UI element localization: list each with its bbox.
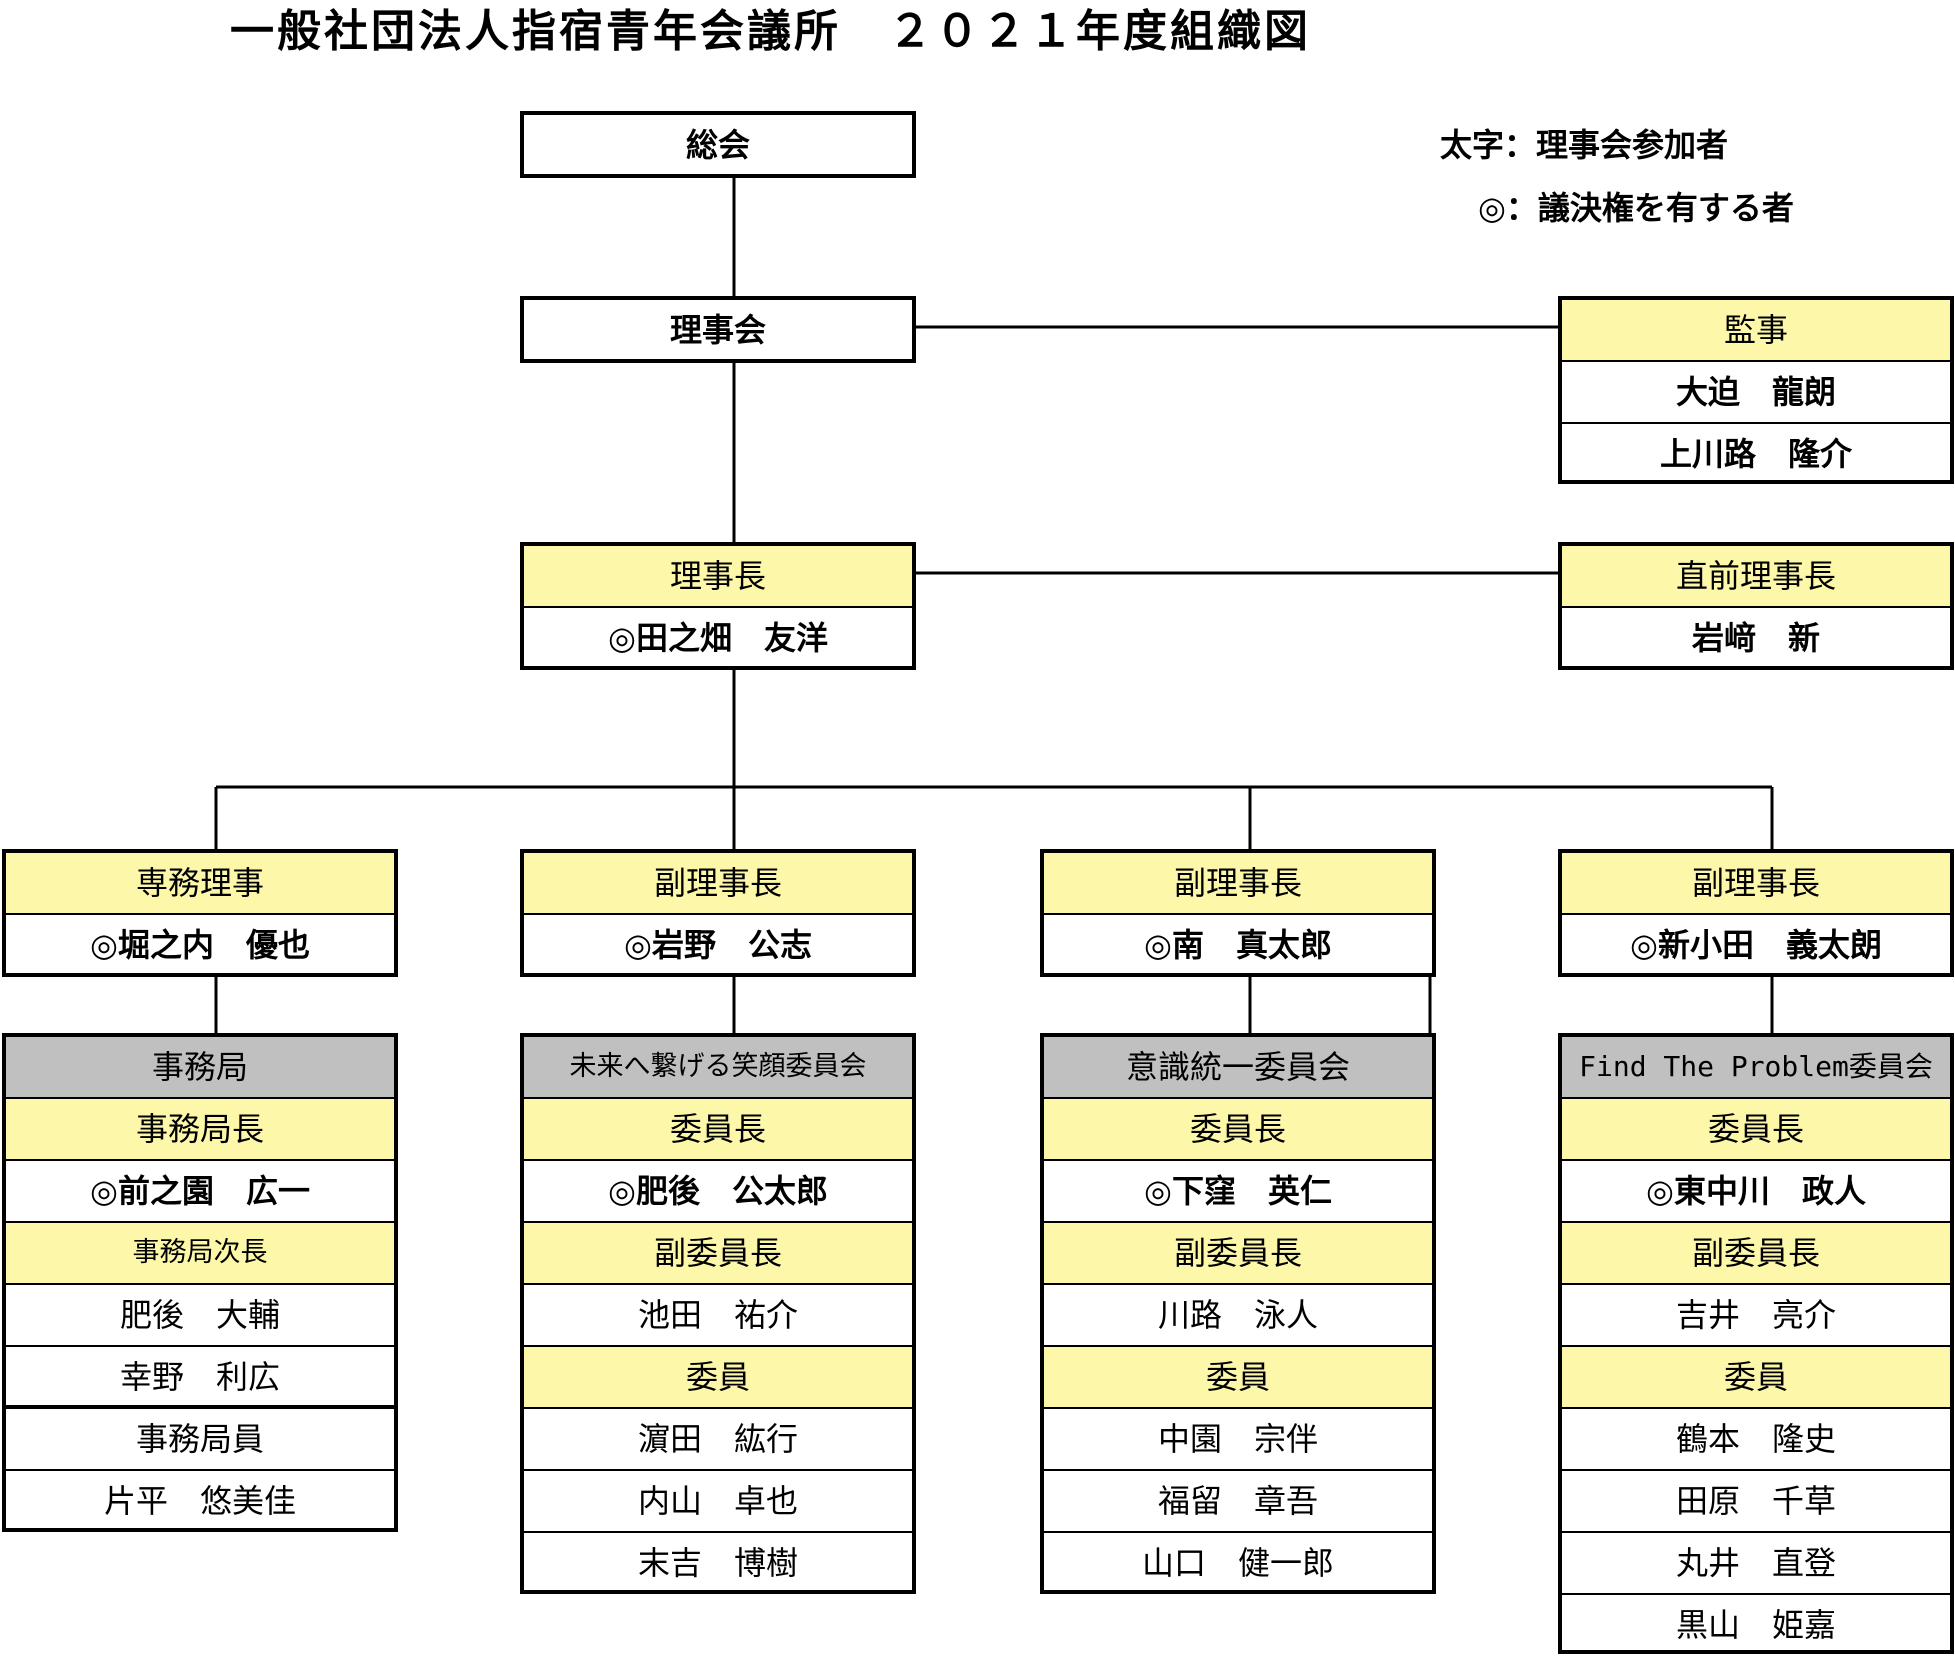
legend-vote: ◎：議決権を有する者 bbox=[1478, 189, 1794, 227]
past-president-label: 直前理事長 bbox=[1562, 546, 1950, 608]
general-assembly-label: 総会 bbox=[685, 126, 750, 164]
committee-role: 事務局長 bbox=[6, 1099, 394, 1161]
committee-member: 肥後 大輔 bbox=[6, 1285, 394, 1347]
legend-bold: 太字：理事会参加者 bbox=[1440, 126, 1729, 164]
committee-role: 副委員長 bbox=[1562, 1223, 1950, 1285]
vice-president-name: ◎新小田 義太朗 bbox=[1630, 926, 1882, 964]
board-label: 理事会 bbox=[669, 311, 766, 349]
committee-role: 副委員長 bbox=[524, 1223, 912, 1285]
committee-member: 幸野 利広 bbox=[6, 1347, 394, 1409]
committee-role: 事務局次長 bbox=[6, 1223, 394, 1285]
vice-president-box-1: 副理事長 ◎岩野 公志 bbox=[520, 849, 916, 977]
committee-role: 委員 bbox=[1044, 1347, 1432, 1409]
committee-member: ◎肥後 公太郎 bbox=[524, 1161, 912, 1223]
committee-find-the-problem: Find The Problem委員会 委員長 ◎東中川 政人 副委員長 吉井 … bbox=[1558, 1033, 1954, 1654]
committee-role: 委員長 bbox=[524, 1099, 912, 1161]
committee-member: 中園 宗伴 bbox=[1044, 1409, 1432, 1471]
managing-director-box: 専務理事 ◎堀之内 優也 bbox=[2, 849, 398, 977]
committee-name: 事務局 bbox=[6, 1037, 394, 1099]
committee-member: 片平 悠美佳 bbox=[103, 1482, 296, 1520]
committee-member: 山口 健一郎 bbox=[1141, 1544, 1334, 1582]
committee-role: 委員 bbox=[524, 1347, 912, 1409]
president-box: 理事長 ◎田之畑 友洋 bbox=[520, 542, 916, 670]
auditor-box: 監事 大迫 龍朗 上川路 隆介 bbox=[1558, 296, 1954, 484]
vice-president-name: ◎岩野 公志 bbox=[624, 926, 812, 964]
past-president-box: 直前理事長 岩﨑 新 bbox=[1558, 542, 1954, 670]
board-box: 理事会 bbox=[520, 296, 916, 363]
managing-director-label: 専務理事 bbox=[6, 853, 394, 915]
committee-member: 福留 章吾 bbox=[1044, 1471, 1432, 1533]
committee-secretariat: 事務局 事務局長 ◎前之園 広一 事務局次長 肥後 大輔 幸野 利広 事務局員 … bbox=[2, 1033, 398, 1532]
committee-name: Find The Problem委員会 bbox=[1562, 1037, 1950, 1099]
vice-president-label: 副理事長 bbox=[524, 853, 912, 915]
committee-role: 事務局員 bbox=[6, 1409, 394, 1471]
committee-member: 黒山 姫嘉 bbox=[1675, 1606, 1836, 1644]
vice-president-label: 副理事長 bbox=[1044, 853, 1432, 915]
committee-member: 内山 卓也 bbox=[524, 1471, 912, 1533]
committee-member: 丸井 直登 bbox=[1562, 1533, 1950, 1595]
committee-member: 濵田 紘行 bbox=[524, 1409, 912, 1471]
committee-member: ◎前之園 広一 bbox=[6, 1161, 394, 1223]
vice-president-box-2: 副理事長 ◎南 真太郎 bbox=[1040, 849, 1436, 977]
committee-member: ◎東中川 政人 bbox=[1562, 1161, 1950, 1223]
committee-role: 副委員長 bbox=[1044, 1223, 1432, 1285]
vice-president-name: ◎南 真太郎 bbox=[1144, 926, 1332, 964]
president-label: 理事長 bbox=[524, 546, 912, 608]
committee-member: 川路 泳人 bbox=[1044, 1285, 1432, 1347]
committee-member: 鶴本 隆史 bbox=[1562, 1409, 1950, 1471]
page-title: 一般社団法人指宿青年会議所 ２０２１年度組織図 bbox=[230, 6, 1311, 57]
committee-name: 意識統一委員会 bbox=[1044, 1037, 1432, 1099]
committee-member: 田原 千草 bbox=[1562, 1471, 1950, 1533]
general-assembly-box: 総会 bbox=[520, 111, 916, 178]
managing-director-name: ◎堀之内 優也 bbox=[90, 926, 310, 964]
committee-role: 委員 bbox=[1562, 1347, 1950, 1409]
past-president-name: 岩﨑 新 bbox=[1691, 619, 1820, 657]
auditor-label: 監事 bbox=[1562, 300, 1950, 362]
president-name: ◎田之畑 友洋 bbox=[608, 619, 828, 657]
committee-smile: 未来へ繋げる笑顔委員会 委員長 ◎肥後 公太郎 副委員長 池田 祐介 委員 濵田… bbox=[520, 1033, 916, 1594]
committee-member: ◎下窪 英仁 bbox=[1044, 1161, 1432, 1223]
vice-president-label: 副理事長 bbox=[1562, 853, 1950, 915]
committee-name: 未来へ繋げる笑顔委員会 bbox=[524, 1037, 912, 1099]
committee-member: 吉井 亮介 bbox=[1562, 1285, 1950, 1347]
committee-role: 委員長 bbox=[1044, 1099, 1432, 1161]
vice-president-box-3: 副理事長 ◎新小田 義太朗 bbox=[1558, 849, 1954, 977]
auditor-member: 上川路 隆介 bbox=[1659, 435, 1852, 473]
committee-unity: 意識統一委員会 委員長 ◎下窪 英仁 副委員長 川路 泳人 委員 中園 宗伴 福… bbox=[1040, 1033, 1436, 1594]
committee-role: 委員長 bbox=[1562, 1099, 1950, 1161]
committee-member: 末吉 博樹 bbox=[637, 1544, 798, 1582]
committee-member: 池田 祐介 bbox=[524, 1285, 912, 1347]
auditor-member: 大迫 龍朗 bbox=[1562, 362, 1950, 424]
